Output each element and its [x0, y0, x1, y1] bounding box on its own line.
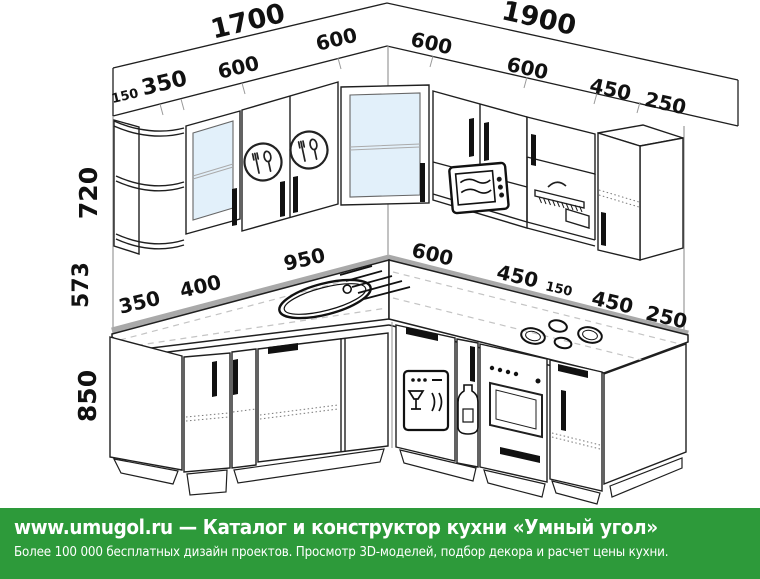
oven — [479, 343, 548, 483]
backsplash-strip — [111, 254, 689, 338]
door-handle — [280, 181, 285, 217]
site-banner-subtitle: Более 100 000 бесплатных дизайн проектов… — [14, 545, 669, 560]
dim-upper-seg: 150 — [110, 86, 140, 107]
dim-counter-seg: 350 — [116, 286, 162, 319]
dim-upper-seg: 250 — [643, 87, 689, 119]
dim-counter-seg: 400 — [177, 270, 223, 303]
dishwasher-icon — [402, 369, 450, 432]
door-handle — [232, 188, 237, 226]
dim-upper-height: 720 — [74, 167, 103, 219]
door-handle — [420, 163, 425, 202]
upper-cabinets — [113, 81, 684, 261]
door-handle — [531, 134, 536, 166]
open-shelf-unit — [113, 119, 185, 255]
dim-upper-seg: 350 — [139, 66, 190, 101]
door-handle — [561, 390, 566, 431]
bottle-cargo — [456, 338, 479, 468]
base-cabinets — [109, 322, 687, 505]
right-countertop — [388, 259, 689, 374]
bottle-cargo-icon — [457, 384, 479, 435]
oven-handle — [500, 447, 540, 463]
kitchen-drawing-canvas: 1700 1900 150 350 600 600 600 600 450 25… — [69, 0, 739, 505]
double-door-cabinet — [239, 81, 339, 232]
sink-base-cabinet — [257, 332, 389, 463]
end-side-panel — [603, 342, 687, 486]
site-banner: www.umugol.ru — Каталог и конструктор ку… — [0, 508, 760, 579]
dim-upper-seg: 600 — [215, 51, 261, 84]
dimension-bands — [112, 2, 739, 127]
door-handle — [233, 359, 238, 395]
cooker-hood-icon — [534, 181, 590, 229]
drawer-handle — [558, 364, 588, 378]
door-handle — [470, 346, 475, 382]
door-handle — [293, 176, 298, 213]
corner-base-side-panel — [109, 336, 183, 471]
dim-upper-seg: 600 — [409, 27, 455, 59]
oven-icon — [489, 365, 541, 384]
microwave-icon — [448, 161, 510, 215]
door-handle — [406, 327, 438, 341]
glass-door-cabinet — [185, 110, 241, 235]
microwave-cabinet — [432, 90, 528, 229]
dim-counter-seg: 950 — [281, 243, 327, 276]
end-upper-cabinet — [597, 124, 684, 261]
hood-cabinet — [526, 116, 596, 247]
kitchen-3d-drawing: 1700 1900 150 350 600 600 600 600 450 25… — [69, 0, 739, 505]
dim-counter-seg: 150 — [544, 279, 574, 300]
left-countertop — [111, 259, 390, 351]
door-handle — [268, 343, 298, 354]
dim-left-wall-total: 1700 — [208, 0, 288, 46]
dishwasher — [395, 324, 456, 462]
plinth — [112, 448, 385, 496]
drainboard-icon — [339, 265, 411, 300]
door-handle — [212, 361, 217, 397]
dim-upper-seg: 600 — [505, 52, 551, 84]
sink-icon — [278, 278, 372, 320]
dim-splash-height: 573 — [69, 262, 94, 308]
base-door-400 — [231, 348, 257, 469]
cooktop-icon — [520, 319, 603, 350]
door-handle — [601, 212, 606, 246]
site-banner-title: www.umugol.ru — Каталог и конструктор ку… — [14, 515, 658, 539]
right-base-cabinet — [549, 359, 603, 492]
door-handle — [469, 118, 474, 157]
door-handle — [484, 122, 489, 161]
corner-glass-cabinet — [340, 84, 430, 206]
plinth — [399, 449, 683, 505]
dim-upper-seg: 600 — [313, 23, 359, 56]
dim-base-height: 850 — [73, 370, 102, 422]
corner-base-cabinet — [183, 352, 231, 473]
